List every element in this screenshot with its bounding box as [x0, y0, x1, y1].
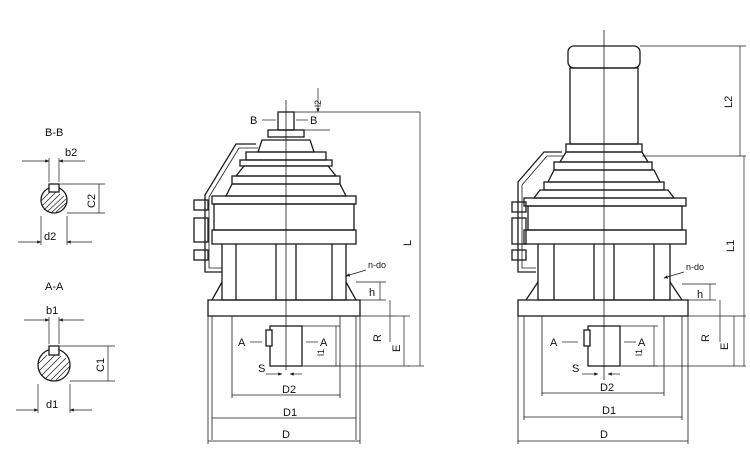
- label-b1: b1: [46, 305, 58, 317]
- right-label-s: S: [572, 363, 579, 375]
- right-label-r: R: [700, 334, 712, 342]
- right-section-a-right: A: [638, 337, 646, 349]
- right-section-a-left: A: [550, 337, 558, 349]
- section-aa-title: A-A: [45, 281, 64, 293]
- left-elevation-view: B B l2: [193, 88, 424, 444]
- right-label-L2: L2: [723, 96, 735, 108]
- right-elevation-view: L2 A A l1: [511, 30, 746, 444]
- left-label-r: R: [372, 334, 384, 342]
- right-label-d2: D2: [600, 382, 614, 394]
- section-bb-title: B-B: [45, 127, 63, 139]
- right-label-d1: D1: [602, 405, 616, 417]
- left-label-l2: l2: [313, 100, 323, 107]
- label-c2: C2: [86, 194, 98, 208]
- left-section-b-right: B: [310, 115, 317, 127]
- section-bb: B-B b2 C2 d2: [18, 127, 105, 245]
- left-label-d: D: [282, 429, 290, 441]
- right-label-l1: l1: [634, 349, 644, 356]
- left-section-b-left: B: [250, 115, 257, 127]
- left-section-a-right: A: [320, 337, 328, 349]
- left-label-d1: D1: [283, 407, 297, 419]
- left-section-a-left: A: [238, 337, 246, 349]
- left-label-L: L: [402, 240, 414, 246]
- left-label-l1: l1: [316, 349, 326, 356]
- label-c1: C1: [95, 358, 107, 372]
- right-base-plate: [517, 299, 689, 317]
- right-label-ndo: n-do: [686, 262, 704, 272]
- section-aa: A-A b1 C1 d1: [16, 281, 115, 413]
- right-label-e: E: [719, 343, 731, 350]
- left-label-ndo: n-do: [368, 260, 386, 270]
- left-label-e: E: [391, 345, 403, 352]
- left-base-plate: [207, 299, 361, 317]
- label-d2: d2: [44, 231, 56, 243]
- right-label-h: h: [697, 289, 703, 301]
- left-label-d2: D2: [282, 384, 296, 396]
- shaft-section-aa: [37, 345, 71, 382]
- shaft-section-bb: [40, 183, 68, 214]
- right-label-L1: L1: [725, 240, 737, 252]
- left-label-h: h: [369, 287, 375, 299]
- right-label-d: D: [600, 429, 608, 441]
- label-d1: d1: [46, 399, 58, 411]
- label-b2: b2: [65, 147, 77, 159]
- left-label-s: S: [258, 363, 265, 375]
